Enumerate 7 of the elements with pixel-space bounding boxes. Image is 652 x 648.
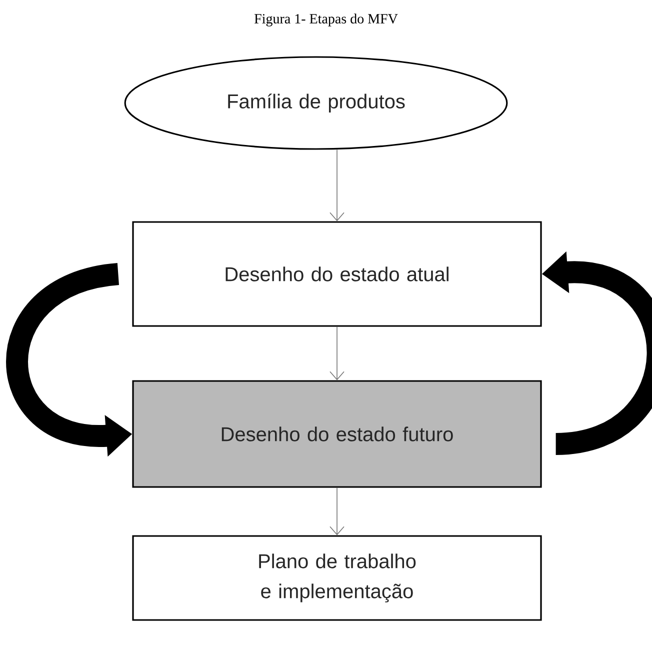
arrow	[330, 487, 344, 536]
process-box: Desenho do estado atual	[132, 221, 542, 327]
process-box: Plano de trabalho e implementação	[132, 535, 542, 621]
arrow	[330, 326, 344, 380]
arrow	[330, 149, 344, 222]
process-box: Desenho do estado futuro	[132, 380, 542, 488]
figure-title: Figura 1- Etapas do MFV	[254, 14, 398, 26]
